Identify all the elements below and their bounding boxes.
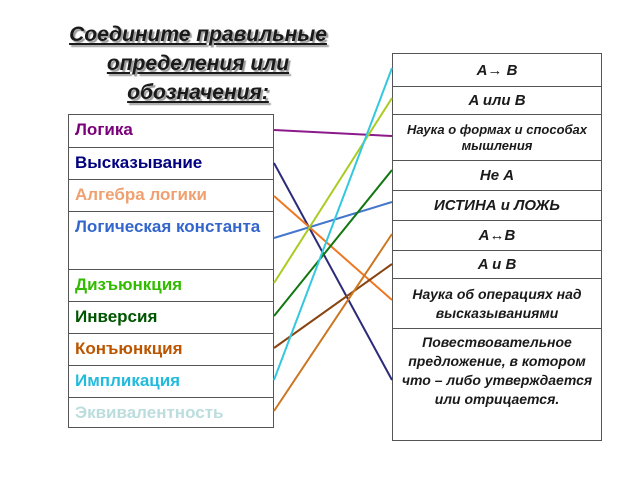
def-logic-algebra[interactable]: Наука об операциях над высказываниями (393, 278, 601, 328)
connection-line (273, 169, 393, 317)
def-implication-notation[interactable]: A→ B (476, 61, 518, 79)
connection-line (273, 233, 393, 412)
connection-line (273, 67, 393, 381)
definitions-table: A→ B A или B Наука о формах и способах м… (392, 53, 602, 441)
term-logic[interactable]: Логика (75, 120, 133, 139)
connection-line (273, 97, 393, 284)
connection-line (273, 162, 393, 381)
def-logic[interactable]: Наука о формах и способах мышления (393, 114, 601, 160)
def-logical-constant[interactable]: ИСТИНА и ЛОЖЬ (393, 190, 601, 220)
page-title: Соедините правильные определения или обо… (69, 23, 327, 104)
def-inversion-notation[interactable]: Не А (393, 160, 601, 190)
def-conjunction-notation[interactable]: A и B (393, 250, 601, 278)
term-inversion[interactable]: Инверсия (69, 301, 273, 333)
def-equivalence-notation[interactable]: A↔B (393, 220, 601, 250)
connection-line (273, 195, 393, 301)
connection-line (273, 263, 393, 349)
term-disjunction[interactable]: Дизъюнкция (69, 269, 273, 301)
term-conjunction[interactable]: Конъюнкция (69, 333, 273, 365)
term-equivalence[interactable]: Эквивалентность (69, 397, 273, 429)
term-statement[interactable]: Высказывание (69, 147, 273, 179)
connection-line (273, 201, 393, 239)
term-logic-algebra[interactable]: Алгебра логики (69, 179, 273, 211)
connection-line (273, 129, 393, 137)
term-implication[interactable]: Импликация (69, 365, 273, 397)
term-logical-constant[interactable]: Логическая константа (69, 211, 273, 269)
def-statement[interactable]: Повествовательное предложение, в котором… (393, 328, 601, 440)
terms-table: Логика Высказывание Алгебра логики Логич… (68, 114, 274, 428)
def-disjunction-notation[interactable]: A или B (393, 86, 601, 114)
